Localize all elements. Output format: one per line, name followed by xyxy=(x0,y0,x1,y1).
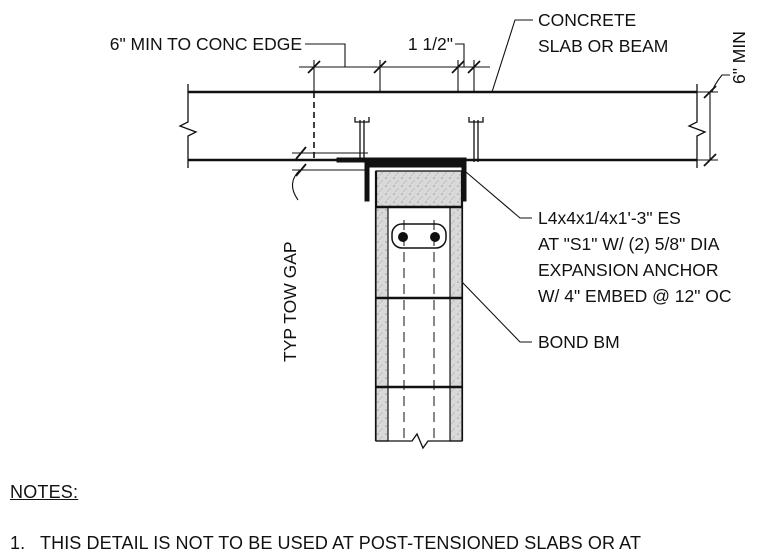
angle-callout-line2: AT "S1" W/ (2) 5/8" DIA xyxy=(538,234,720,254)
expansion-anchor-left xyxy=(353,117,371,162)
angle-callout-line3: EXPANSION ANCHOR xyxy=(538,260,719,280)
angle-callout-line4: W/ 4" EMBED @ 12" OC xyxy=(538,286,732,306)
one-half-dim-label: 1 1/2" xyxy=(408,34,453,54)
concrete-label-line1: CONCRETE xyxy=(538,10,636,30)
notes-heading: NOTES: xyxy=(10,482,79,502)
leader-lines xyxy=(291,19,730,343)
concrete-label-line2: SLAB OR BEAM xyxy=(538,36,668,56)
note-item-1: 1. THIS DETAIL IS NOT TO BE USED AT POST-… xyxy=(10,533,641,554)
masonry-wall xyxy=(374,170,464,450)
min-to-edge-label: 6" MIN TO CONC EDGE xyxy=(110,34,302,54)
concrete-slab xyxy=(178,84,707,168)
dimension-lines xyxy=(292,60,718,177)
bond-beam-rebar xyxy=(391,223,447,249)
expansion-anchor-right xyxy=(467,117,485,162)
angle-callout-line1: L4x4x1/4x1'-3" ES xyxy=(538,208,681,228)
bond-beam-label: BOND BM xyxy=(538,332,620,352)
six-min-dim-label: 6" MIN xyxy=(729,31,749,84)
note-number: 1. xyxy=(10,533,26,553)
steel-angle xyxy=(336,157,467,202)
note-text: THIS DETAIL IS NOT TO BE USED AT POST-TE… xyxy=(40,533,642,553)
tow-gap-label: TYP TOW GAP xyxy=(280,241,300,362)
